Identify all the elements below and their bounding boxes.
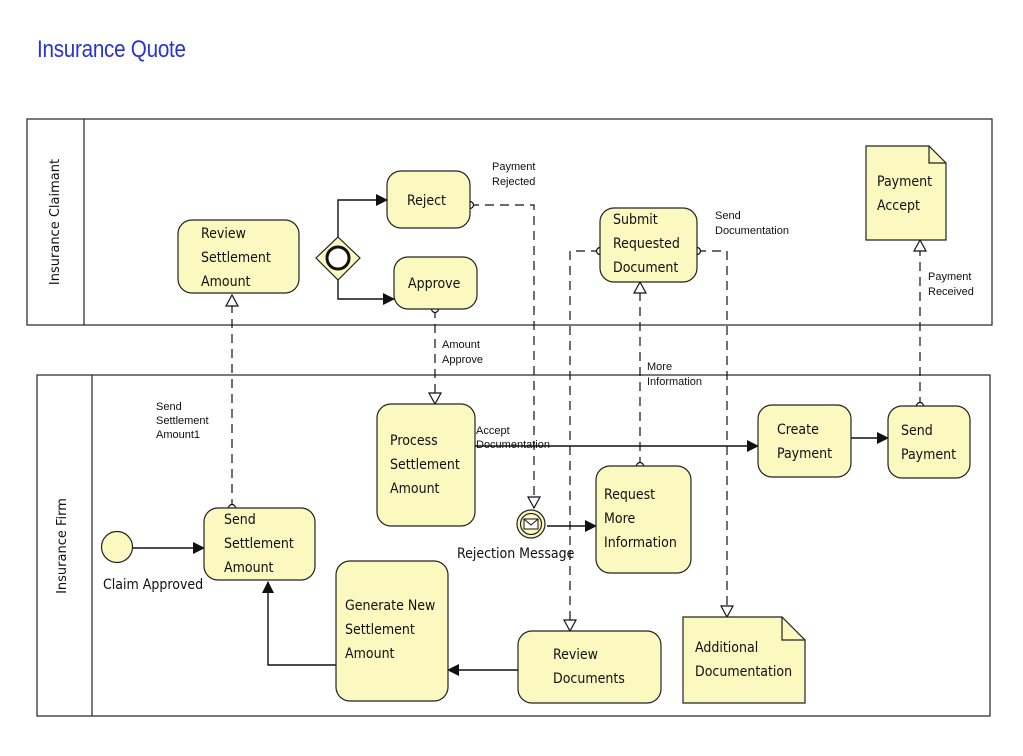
task-create-payment[interactable]: Create Payment bbox=[757, 404, 852, 478]
diagram-title: Insurance Quote bbox=[37, 36, 186, 63]
data-object-additional-documentation[interactable]: Additional Documentation bbox=[682, 616, 806, 704]
claim-approved-label: Claim Approved bbox=[103, 577, 203, 593]
flow-label-payment-received: Payment Received bbox=[928, 271, 974, 298]
task-label: Submit Requested Document bbox=[613, 212, 684, 276]
flow-label-send-settlement-amount1: Send Settlement Amount1 bbox=[156, 401, 212, 441]
task-send-payment[interactable]: Send Payment bbox=[887, 405, 971, 479]
flow-label-payment-rejected: Payment Rejected bbox=[492, 161, 538, 188]
task-reject[interactable]: Reject bbox=[386, 170, 471, 229]
msg-reject-to-rejection-message bbox=[470, 205, 534, 508]
flow-label-send-documentation: Send Documentation bbox=[715, 210, 789, 237]
task-label: Create Payment bbox=[777, 422, 832, 462]
flow-gateway-to-approve bbox=[337, 272, 395, 305]
task-label: Request More Information bbox=[604, 487, 677, 551]
task-review-settlement-amount[interactable]: Review Settlement Amount bbox=[177, 219, 300, 294]
flow-label-more-information: More Information bbox=[647, 361, 702, 388]
task-approve[interactable]: Approve bbox=[393, 256, 478, 310]
flow-gateway-to-reject bbox=[337, 194, 388, 245]
msg-submit-to-additional-doc bbox=[697, 251, 727, 617]
msg-submit-to-review-documents bbox=[570, 251, 600, 631]
task-request-more-information[interactable]: Request More Information bbox=[595, 465, 692, 574]
flow-label-accept-documentation: Accept Documentation bbox=[476, 425, 550, 451]
exclusive-gateway[interactable] bbox=[315, 236, 361, 281]
task-process-settlement-amount[interactable]: Process Settlement Amount bbox=[376, 403, 476, 527]
message-flows bbox=[232, 205, 920, 631]
flow-label-amount-approve: Amount Approve bbox=[442, 339, 483, 366]
task-label: Review Documents bbox=[553, 647, 625, 687]
task-review-documents[interactable]: Review Documents bbox=[517, 630, 662, 704]
message-event-icon[interactable] bbox=[516, 509, 546, 539]
task-label: Reject bbox=[407, 193, 446, 209]
task-label: Generate New Settlement Amount bbox=[345, 598, 439, 662]
task-label: Review Settlement Amount bbox=[201, 226, 275, 290]
task-submit-requested-document[interactable]: Submit Requested Document bbox=[599, 207, 698, 283]
doc-label: Additional Documentation bbox=[695, 640, 792, 680]
rejection-message-label: Rejection Message bbox=[457, 546, 575, 562]
lane-label-firm: Insurance Firm bbox=[55, 498, 70, 594]
lane-insurance-claimant: Insurance Claimant bbox=[26, 118, 993, 326]
start-event-claim-approved[interactable] bbox=[100, 530, 134, 564]
task-label: Send Payment bbox=[901, 423, 956, 463]
task-label: Send Settlement Amount bbox=[224, 512, 298, 576]
lane-label-claimant: Insurance Claimant bbox=[48, 159, 63, 285]
data-object-payment-accept[interactable]: Payment Accept bbox=[865, 145, 947, 241]
task-label: Process Settlement Amount bbox=[390, 433, 464, 497]
task-generate-new-settlement-amount[interactable]: Generate New Settlement Amount bbox=[335, 560, 449, 702]
doc-label: Payment Accept bbox=[877, 174, 936, 214]
task-label: Approve bbox=[408, 276, 461, 292]
flow-generate-to-send-settlement bbox=[262, 581, 336, 666]
task-send-settlement-amount[interactable]: Send Settlement Amount bbox=[203, 507, 316, 581]
